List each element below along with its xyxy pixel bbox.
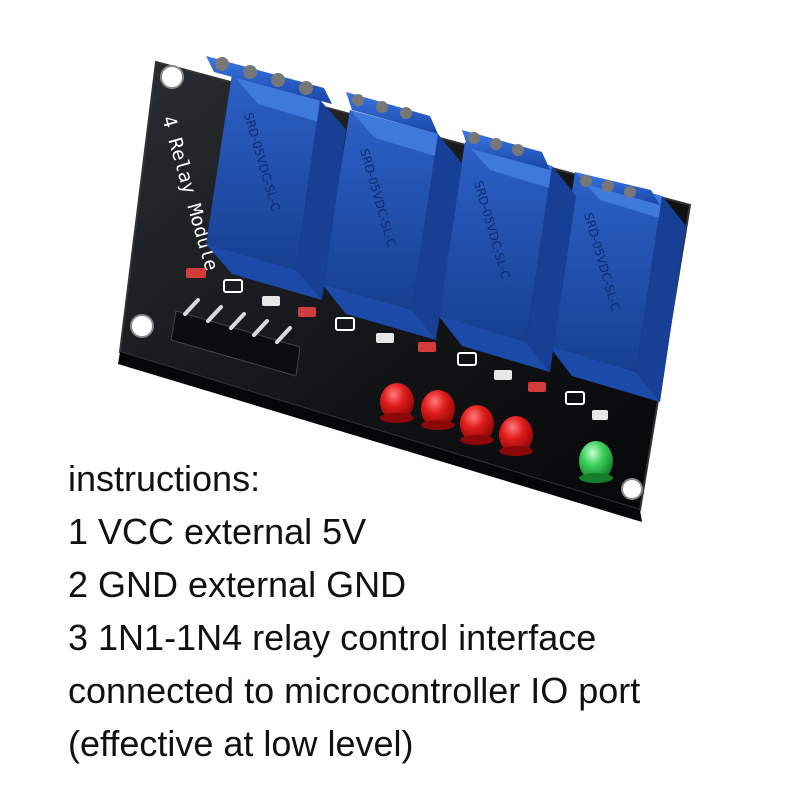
instructions-text-block: instructions: 1 VCC external 5V 2 GND ex… (68, 452, 788, 770)
relay-4: SRD-05VDC-SL-C (548, 172, 686, 402)
instruction-line-1: 1 VCC external 5V (68, 511, 367, 552)
instruction-line-4: connected to microcontroller IO port (68, 670, 641, 711)
led-icon (421, 390, 455, 430)
led-icon (499, 416, 533, 456)
instructions-title: instructions: (68, 458, 261, 499)
instruction-line-2: 2 GND external GND (68, 564, 407, 605)
led-icon (460, 405, 494, 445)
relay-1: SRD-05VDC-SL-C (206, 56, 346, 300)
mounting-hole-icon (130, 314, 154, 338)
relay-3: SRD-05VDC-SL-C (438, 130, 576, 372)
red-leds (380, 383, 533, 456)
green-led-icon (579, 441, 613, 483)
relay-2: SRD-05VDC-SL-C (322, 92, 462, 340)
instruction-line-3: 3 1N1-1N4 relay control interface (68, 617, 597, 658)
led-icon (380, 383, 414, 423)
mounting-hole-icon (621, 478, 643, 500)
instruction-line-5: (effective at low level) (68, 723, 414, 764)
header-pins (170, 298, 301, 377)
smd-components (186, 268, 608, 420)
mounting-hole-icon (160, 65, 184, 89)
